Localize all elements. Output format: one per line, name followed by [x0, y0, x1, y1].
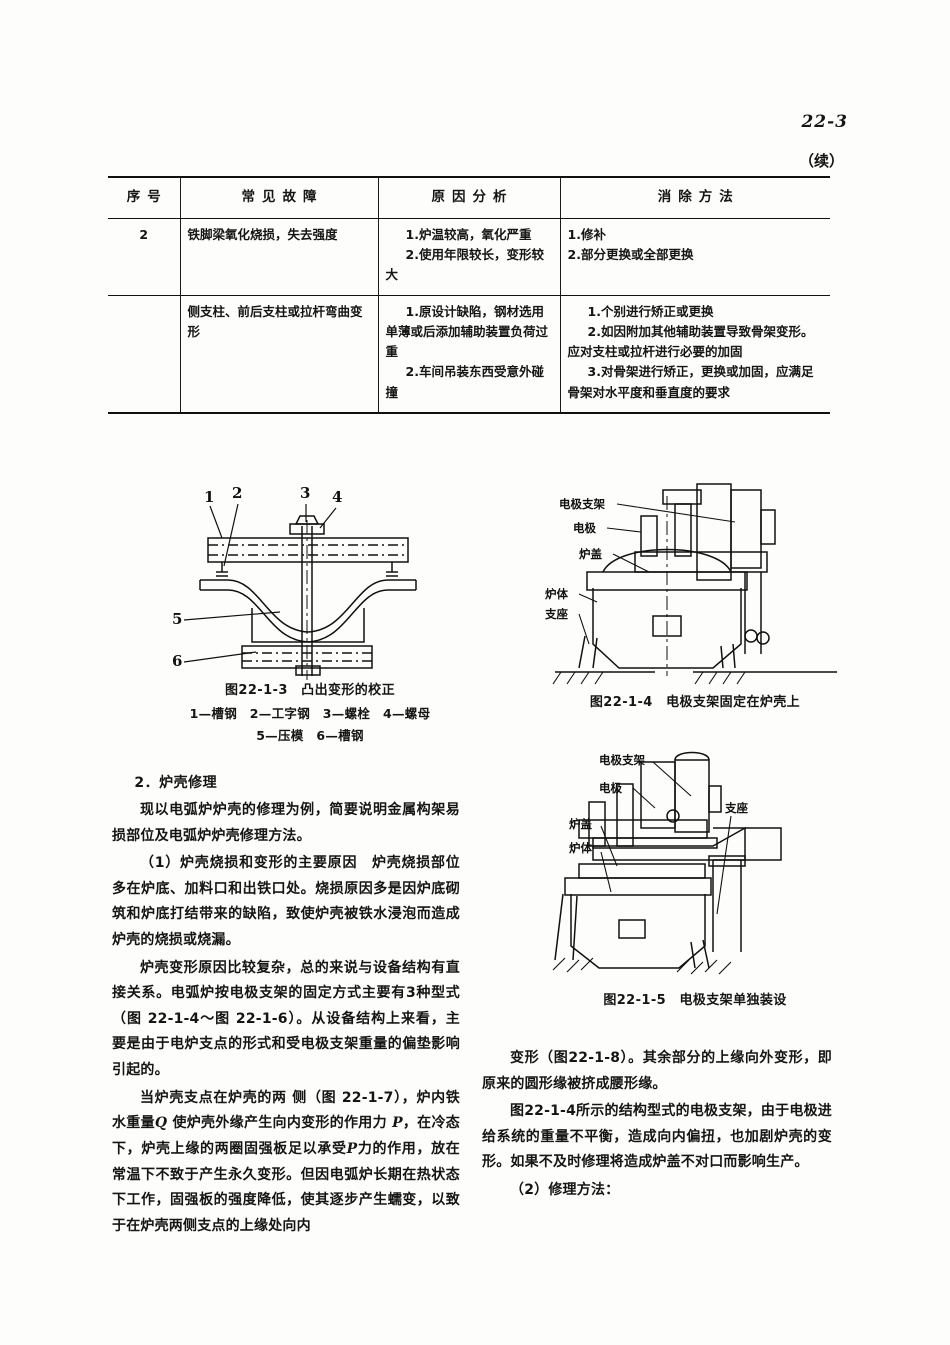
figure-caption: 图22-1-4 电极支架固定在炉壳上 [589, 695, 801, 710]
cause-item: 2.车间吊装东西受意外碰撞 [385, 364, 544, 400]
paragraph: 炉壳变形原因比较复杂，总的来说与设备结构有直接关系。电弧炉按电极支架的固定方式主… [112, 959, 460, 1079]
cell-serial-number [108, 294, 180, 414]
label-support-base: 支座 [545, 607, 568, 621]
cause-item: 1.炉温较高，氧化严重 [405, 226, 532, 242]
fix-item: 2.如因附加其他辅助装置导致骨架变形。应对支柱或拉杆进行必要的加固 [567, 323, 814, 360]
fault-text: 侧支柱、前后支柱或拉杆弯曲变形 [187, 303, 363, 339]
callout-2: 2 [232, 484, 242, 502]
paragraph: 图22-1-4所示的结构型式的电极支架，由于电极进给系统的重量不平衡，造成向内偏… [482, 1103, 832, 1171]
section-heading: 2．炉壳修理 [134, 775, 218, 791]
figure-22-1-5-drawing: 电极支架 电极 炉盖 炉体 支座 [552, 751, 782, 975]
fix-item: 1.个别进行矫正或更换 [587, 303, 714, 319]
figure-caption: 图22-1-5 电极支架单独装设 [603, 993, 787, 1008]
paragraph-with-symbols: 当炉壳支点在炉壳的两 侧（图 22-1-7），炉内铁水重量Q 使炉壳外缘产生向内… [112, 1086, 460, 1240]
paragraph: （1）炉壳烧损和变形的主要原因 炉壳烧损部位多在炉底、加料口和出铁口处。烧损原因… [112, 855, 460, 949]
figure-22-1-3-drawing: 1 2 3 4 5 6 [172, 484, 417, 680]
figure-22-1-5: 电极支架 电极 炉盖 炉体 支座 图22-1-5 电极支架单独装设 [540, 742, 850, 1013]
fault-table-container: 序号 常见故障 原因分析 消除方法 2 铁脚梁氧化烧损，失去强度 1.炉温较高，… [108, 175, 830, 414]
table-header-row: 序号 常见故障 原因分析 消除方法 [108, 175, 830, 219]
paragraph: 变形（图22-1-8）。其余部分的上缘向外变形，即原来的圆形缘被挤成腰形缘。 [482, 1050, 832, 1092]
figure-legend-line-1: 1—槽钢 2—工字钢 3—螺栓 4—螺母 [189, 705, 431, 721]
symbol-p-2: P [346, 1140, 358, 1157]
symbol-q: Q [154, 1115, 168, 1132]
figure-legend-line-2: 5—压模 6—槽钢 [256, 728, 364, 744]
cell-fault: 铁脚梁氧化烧损，失去强度 [179, 218, 378, 296]
callout-4: 4 [332, 488, 342, 506]
fix-item: 2.部分更换或全部更换 [567, 247, 694, 263]
cell-serial-number: 2 [139, 226, 149, 242]
label-electrode: 电极 [573, 521, 596, 535]
paragraph: （2）修理方法： [510, 1182, 620, 1199]
page-number: 22-3 [801, 112, 848, 132]
callout-1: 1 [204, 488, 214, 506]
para-part-b: 使炉壳外缘产生向内变形的作用力 [167, 1115, 393, 1132]
para-part-c: ，在冷态下，炉壳上缘的两圈固强板足以承受 [112, 1115, 460, 1157]
left-text-column: 2．炉壳修理 现以电弧炉炉壳的修理为例，简要说明金属构架易损部位及电弧炉炉壳修理… [112, 772, 460, 1241]
cell-fault: 侧支柱、前后支柱或拉杆弯曲变形 [179, 294, 378, 414]
label-furnace-lid: 炉盖 [579, 547, 602, 561]
column-header-cause: 原因分析 [377, 175, 560, 219]
label-furnace-body: 炉体 [569, 841, 592, 855]
cause-item: 1.原设计缺陷，钢材选用单薄或后添加辅助装置负荷过重 [385, 303, 549, 360]
label-electrode-support: 电极支架 [559, 497, 605, 511]
label-electrode: 电极 [599, 781, 622, 795]
callout-3: 3 [300, 484, 310, 502]
symbol-p-1: P [392, 1115, 403, 1132]
column-header-fix: 消除方法 [559, 175, 830, 219]
cell-cause: 1.原设计缺陷，钢材选用单薄或后添加辅助装置负荷过重 2.车间吊装东西受意外碰撞 [377, 294, 560, 414]
figure-22-1-3: 1 2 3 4 5 6 图22-1-3 凸出变形的校正 1—槽钢 2—工字钢 3… [140, 480, 480, 748]
paragraph: 现以电弧炉炉壳的修理为例，简要说明金属构架易损部位及电弧炉炉壳修理方法。 [112, 802, 460, 844]
label-furnace-body: 炉体 [545, 587, 568, 601]
label-support-base: 支座 [724, 801, 748, 815]
figure-22-1-4: 电极支架 电极 炉盖 炉体 支座 图22-1-4 电极支架固定在炉壳上 [540, 476, 850, 715]
cell-cause: 1.炉温较高，氧化严重 2.使用年限较长，变形较大 [377, 218, 560, 296]
table-row: 侧支柱、前后支柱或拉杆弯曲变形 1.原设计缺陷，钢材选用单薄或后添加辅助装置负荷… [108, 294, 830, 414]
para-part-a: 当炉壳支点在炉壳的两 侧（图 22-1-7），炉内铁水重量 [112, 1089, 460, 1132]
right-text-column: 变形（图22-1-8）。其余部分的上缘向外变形，即原来的圆形缘被挤成腰形缘。 图… [482, 1046, 832, 1206]
cause-item: 2.使用年限较长，变形较大 [385, 247, 544, 283]
figure-caption: 图22-1-3 凸出变形的校正 [225, 683, 395, 698]
label-electrode-support: 电极支架 [599, 753, 645, 767]
callout-6: 6 [172, 652, 182, 670]
para-part-d: 力的作用，放在常温下不致于产生永久变形。但因电弧炉长期在热状态下工作，固强板的强… [112, 1140, 461, 1234]
cell-fix: 1.修补 2.部分更换或全部更换 [559, 218, 830, 296]
column-header-no: 序号 [108, 175, 180, 219]
fault-table: 序号 常见故障 原因分析 消除方法 2 铁脚梁氧化烧损，失去强度 1.炉温较高，… [108, 175, 830, 414]
continued-label: （续） [798, 152, 844, 170]
fix-item: 3.对骨架进行矫正，更换或加固，应满足骨架对水平度和垂直度的要求 [567, 364, 814, 400]
cell-fix: 1.个别进行矫正或更换 2.如因附加其他辅助装置导致骨架变形。应对支柱或拉杆进行… [559, 294, 830, 414]
table-row: 2 铁脚梁氧化烧损，失去强度 1.炉温较高，氧化严重 2.使用年限较长，变形较大… [108, 218, 830, 296]
fault-text: 铁脚梁氧化烧损，失去强度 [187, 226, 338, 242]
column-header-fault: 常见故障 [179, 175, 378, 219]
callout-5: 5 [172, 610, 182, 628]
figure-22-1-4-drawing: 电极支架 电极 炉盖 炉体 支座 [545, 483, 837, 685]
fix-item: 1.修补 [567, 226, 606, 242]
label-furnace-lid: 炉盖 [569, 817, 592, 831]
